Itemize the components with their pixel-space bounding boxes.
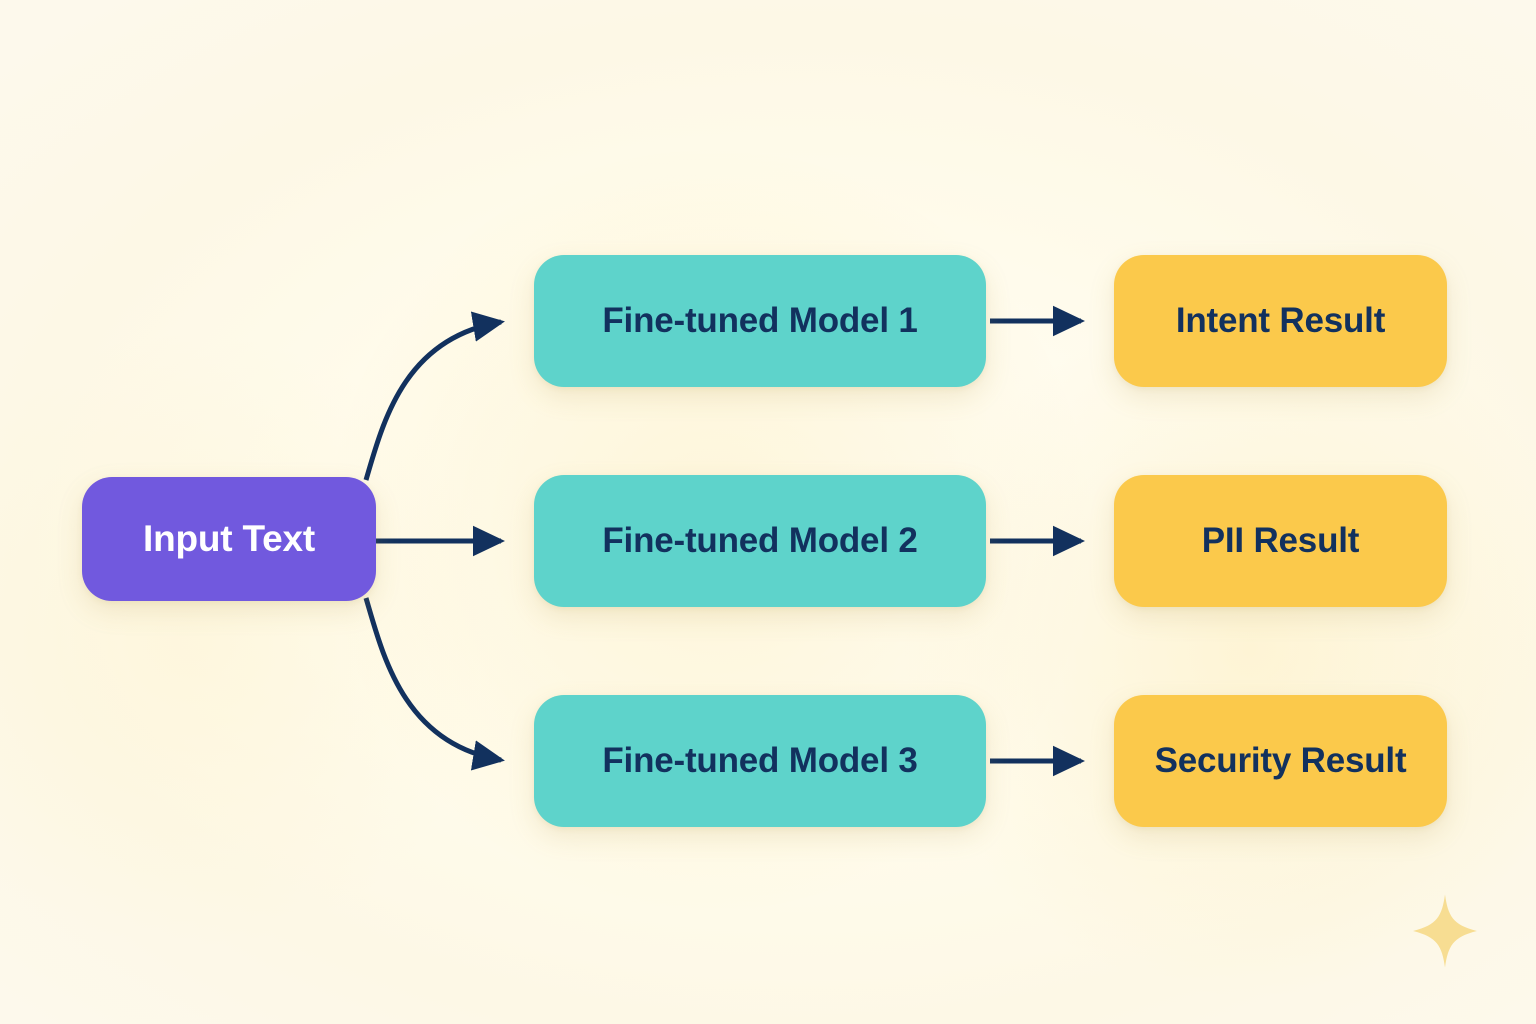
node-label: Input Text [142, 518, 316, 559]
node-security-result[interactable]: Security Result [1114, 695, 1447, 827]
node-label: Fine-tuned Model 3 [602, 741, 918, 780]
node-label: PII Result [1201, 521, 1360, 560]
node-label: Fine-tuned Model 2 [602, 521, 918, 560]
node-label: Security Result [1154, 741, 1407, 780]
node-pii-result[interactable]: PII Result [1114, 475, 1447, 607]
edge-input-to-model-3 [363, 597, 505, 771]
node-fine-tuned-model-2[interactable]: Fine-tuned Model 2 [534, 475, 986, 607]
node-label: Fine-tuned Model 1 [602, 301, 918, 340]
node-label: Intent Result [1175, 301, 1386, 340]
node-intent-result[interactable]: Intent Result [1114, 255, 1447, 387]
edge-input-to-model-1 [363, 311, 505, 481]
node-fine-tuned-model-3[interactable]: Fine-tuned Model 3 [534, 695, 986, 827]
node-input-text[interactable]: Input Text [82, 477, 376, 601]
node-fine-tuned-model-1[interactable]: Fine-tuned Model 1 [534, 255, 986, 387]
